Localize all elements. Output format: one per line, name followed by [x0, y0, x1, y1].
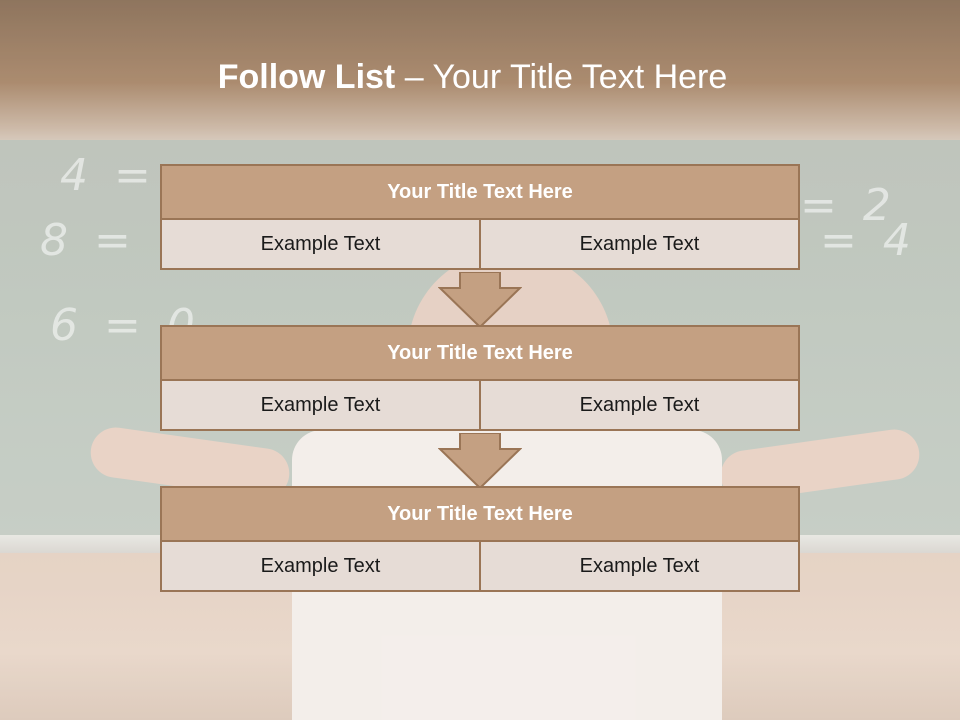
down-arrow-icon [438, 272, 522, 328]
step-title[interactable]: Your Title Text Here [160, 325, 800, 381]
chalk-scribble: = 4 [820, 215, 917, 266]
slide-title-bold: Follow List [217, 58, 396, 96]
step-cell-left[interactable]: Example Text [160, 542, 481, 592]
chalk-scribble: 4 = [60, 150, 157, 201]
step-cell-left[interactable]: Example Text [160, 220, 481, 270]
step-block-2: Your Title Text Here Example Text Exampl… [160, 325, 800, 431]
step-row: Example Text Example Text [160, 220, 800, 270]
step-title[interactable]: Your Title Text Here [160, 486, 800, 542]
slide-title-rest: – Your Title Text Here [395, 58, 728, 96]
step-cell-right[interactable]: Example Text [481, 542, 800, 592]
step-block-1: Your Title Text Here Example Text Exampl… [160, 164, 800, 270]
chalk-scribble: = 2 [800, 180, 897, 231]
step-row: Example Text Example Text [160, 381, 800, 431]
step-cell-left[interactable]: Example Text [160, 381, 481, 431]
step-cell-right[interactable]: Example Text [481, 220, 800, 270]
step-cell-right[interactable]: Example Text [481, 381, 800, 431]
down-arrow-icon [438, 433, 522, 489]
step-block-3: Your Title Text Here Example Text Exampl… [160, 486, 800, 592]
chalk-scribble: 8 = [40, 215, 137, 266]
step-row: Example Text Example Text [160, 542, 800, 592]
slide-title: Follow List – Your Title Text Here [0, 55, 945, 99]
background-top [0, 0, 960, 150]
step-title[interactable]: Your Title Text Here [160, 164, 800, 220]
